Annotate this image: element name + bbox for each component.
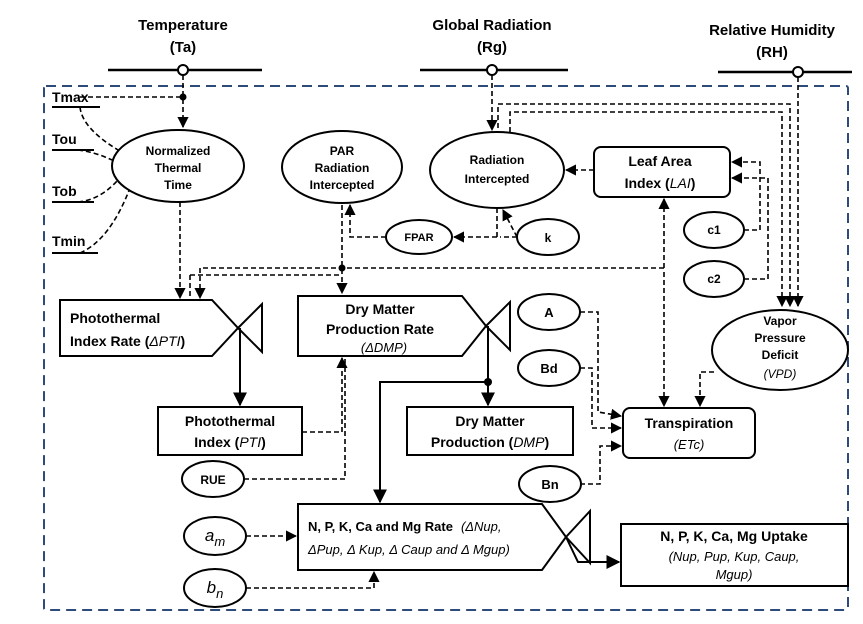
- dmp-line-1: Dry Matter: [455, 413, 525, 429]
- dmp-rate-line-2: Production Rate: [326, 321, 434, 337]
- c1-label: c1: [707, 223, 721, 237]
- vpd-line-3: Deficit: [762, 348, 799, 362]
- dmp-line-2: Production (DMP): [431, 434, 549, 450]
- pti-line-2: Index (PTI): [194, 434, 266, 450]
- ntt-line-2: Thermal: [155, 161, 202, 175]
- node-bd: Bd: [517, 349, 581, 387]
- node-a: A: [517, 293, 581, 331]
- vpd-line-2: Pressure: [754, 331, 806, 345]
- node-vapor-pressure-deficit: Vapor Pressure Deficit (VPD): [711, 309, 849, 391]
- node-nutrient-rate: N, P, K, Ca and Mg Rate(ΔNup, ΔPup, Δ Ku…: [297, 503, 568, 571]
- dmp-rate-valve-icon: [484, 299, 511, 353]
- input-temperature: Temperature (Ta): [108, 17, 262, 76]
- uptake-line-2: (Nup, Pup, Kup, Caup,: [669, 549, 800, 564]
- node-radiation-intercepted: Radiation Intercepted: [429, 131, 565, 209]
- tmax-label: Tmax: [52, 89, 89, 105]
- ntt-line-3: Time: [164, 178, 192, 192]
- par-line-3: Intercepted: [310, 178, 375, 192]
- pti-rate-line-2: Index Rate (ΔPTI): [70, 333, 185, 349]
- node-nutrient-uptake: N, P, K, Ca, Mg Uptake (Nup, Pup, Kup, C…: [620, 523, 849, 587]
- nut-rate-line-2: ΔPup, Δ Kup, Δ Caup and Δ Mgup): [307, 542, 510, 557]
- dmp-rate-line-1: Dry Matter: [345, 301, 415, 317]
- lai-line-1: Leaf Area: [628, 153, 692, 169]
- tmin-label: Tmin: [52, 233, 85, 249]
- dmp-rate-line-3: (ΔDMP): [361, 340, 407, 355]
- node-fpar: FPAR: [385, 219, 453, 255]
- fpar-label: FPAR: [404, 232, 433, 244]
- bn-label: Bn: [541, 477, 558, 492]
- node-leaf-area-index: Leaf Area Index (LAI): [593, 146, 731, 198]
- pti-rate-line-1: Photothermal: [70, 310, 160, 326]
- pti-rate-valve-icon: [236, 301, 263, 355]
- input-radiation: Global Radiation (Rg): [420, 17, 568, 76]
- node-bn: Bn: [518, 465, 582, 503]
- node-transpiration: Transpiration (ETc): [622, 407, 756, 459]
- node-rue: RUE: [181, 460, 245, 498]
- node-bn-coefficient: bn: [183, 568, 247, 608]
- pti-line-1: Photothermal: [185, 413, 275, 429]
- node-par-radiation-intercepted: PAR Radiation Intercepted: [281, 130, 403, 204]
- vpd-line-4: (VPD): [764, 367, 797, 381]
- node-photothermal-index: Photothermal Index (PTI): [157, 406, 303, 456]
- node-dry-matter-production-rate: Dry Matter Production Rate (ΔDMP): [297, 295, 488, 357]
- uptake-line-1: N, P, K, Ca, Mg Uptake: [660, 528, 808, 544]
- vpd-line-1: Vapor: [763, 314, 797, 328]
- bn-coef-label: bn: [207, 578, 224, 601]
- lai-line-2: Index (LAI): [625, 175, 696, 191]
- transp-line-2: (ETc): [674, 437, 705, 452]
- node-c1: c1: [683, 211, 745, 249]
- uptake-line-3: Mgup): [716, 567, 753, 582]
- node-normalized-thermal-time: Normalized Thermal Time: [111, 129, 245, 203]
- input-humidity: Relative Humidity (RH): [709, 22, 852, 78]
- humidity-label: Relative Humidity: [709, 22, 836, 39]
- nut-rate-line-1: N, P, K, Ca and Mg Rate(ΔNup,: [308, 519, 501, 534]
- node-am-coefficient: am: [183, 516, 247, 556]
- radiation-symbol: (Rg): [477, 39, 507, 56]
- temperature-label: Temperature: [138, 17, 228, 34]
- temperature-symbol: (Ta): [170, 39, 196, 56]
- k-label: k: [545, 231, 552, 245]
- radint-line-1: Radiation: [470, 153, 525, 167]
- tou-label: Tou: [52, 131, 77, 147]
- par-line-2: Radiation: [315, 161, 370, 175]
- node-dry-matter-production: Dry Matter Production (DMP): [406, 406, 574, 456]
- ntt-line-1: Normalized: [146, 144, 211, 158]
- node-c2: c2: [683, 260, 745, 298]
- tob-label: Tob: [52, 183, 77, 199]
- a-label: A: [544, 305, 554, 320]
- c2-label: c2: [707, 272, 721, 286]
- node-photothermal-index-rate: Photothermal Index Rate (ΔPTI): [59, 299, 240, 357]
- node-k: k: [516, 218, 580, 256]
- am-label: am: [205, 526, 225, 549]
- cardinal-temperatures: Tmax Tou Tob Tmin: [52, 89, 100, 254]
- radint-line-2: Intercepted: [465, 172, 530, 186]
- bd-label: Bd: [540, 361, 557, 376]
- humidity-symbol: (RH): [756, 44, 788, 61]
- par-line-1: PAR: [330, 144, 355, 158]
- rue-label: RUE: [200, 473, 225, 487]
- nutrient-valve-icon: [564, 508, 591, 566]
- transp-line-1: Transpiration: [645, 415, 734, 431]
- radiation-label: Global Radiation: [432, 17, 551, 34]
